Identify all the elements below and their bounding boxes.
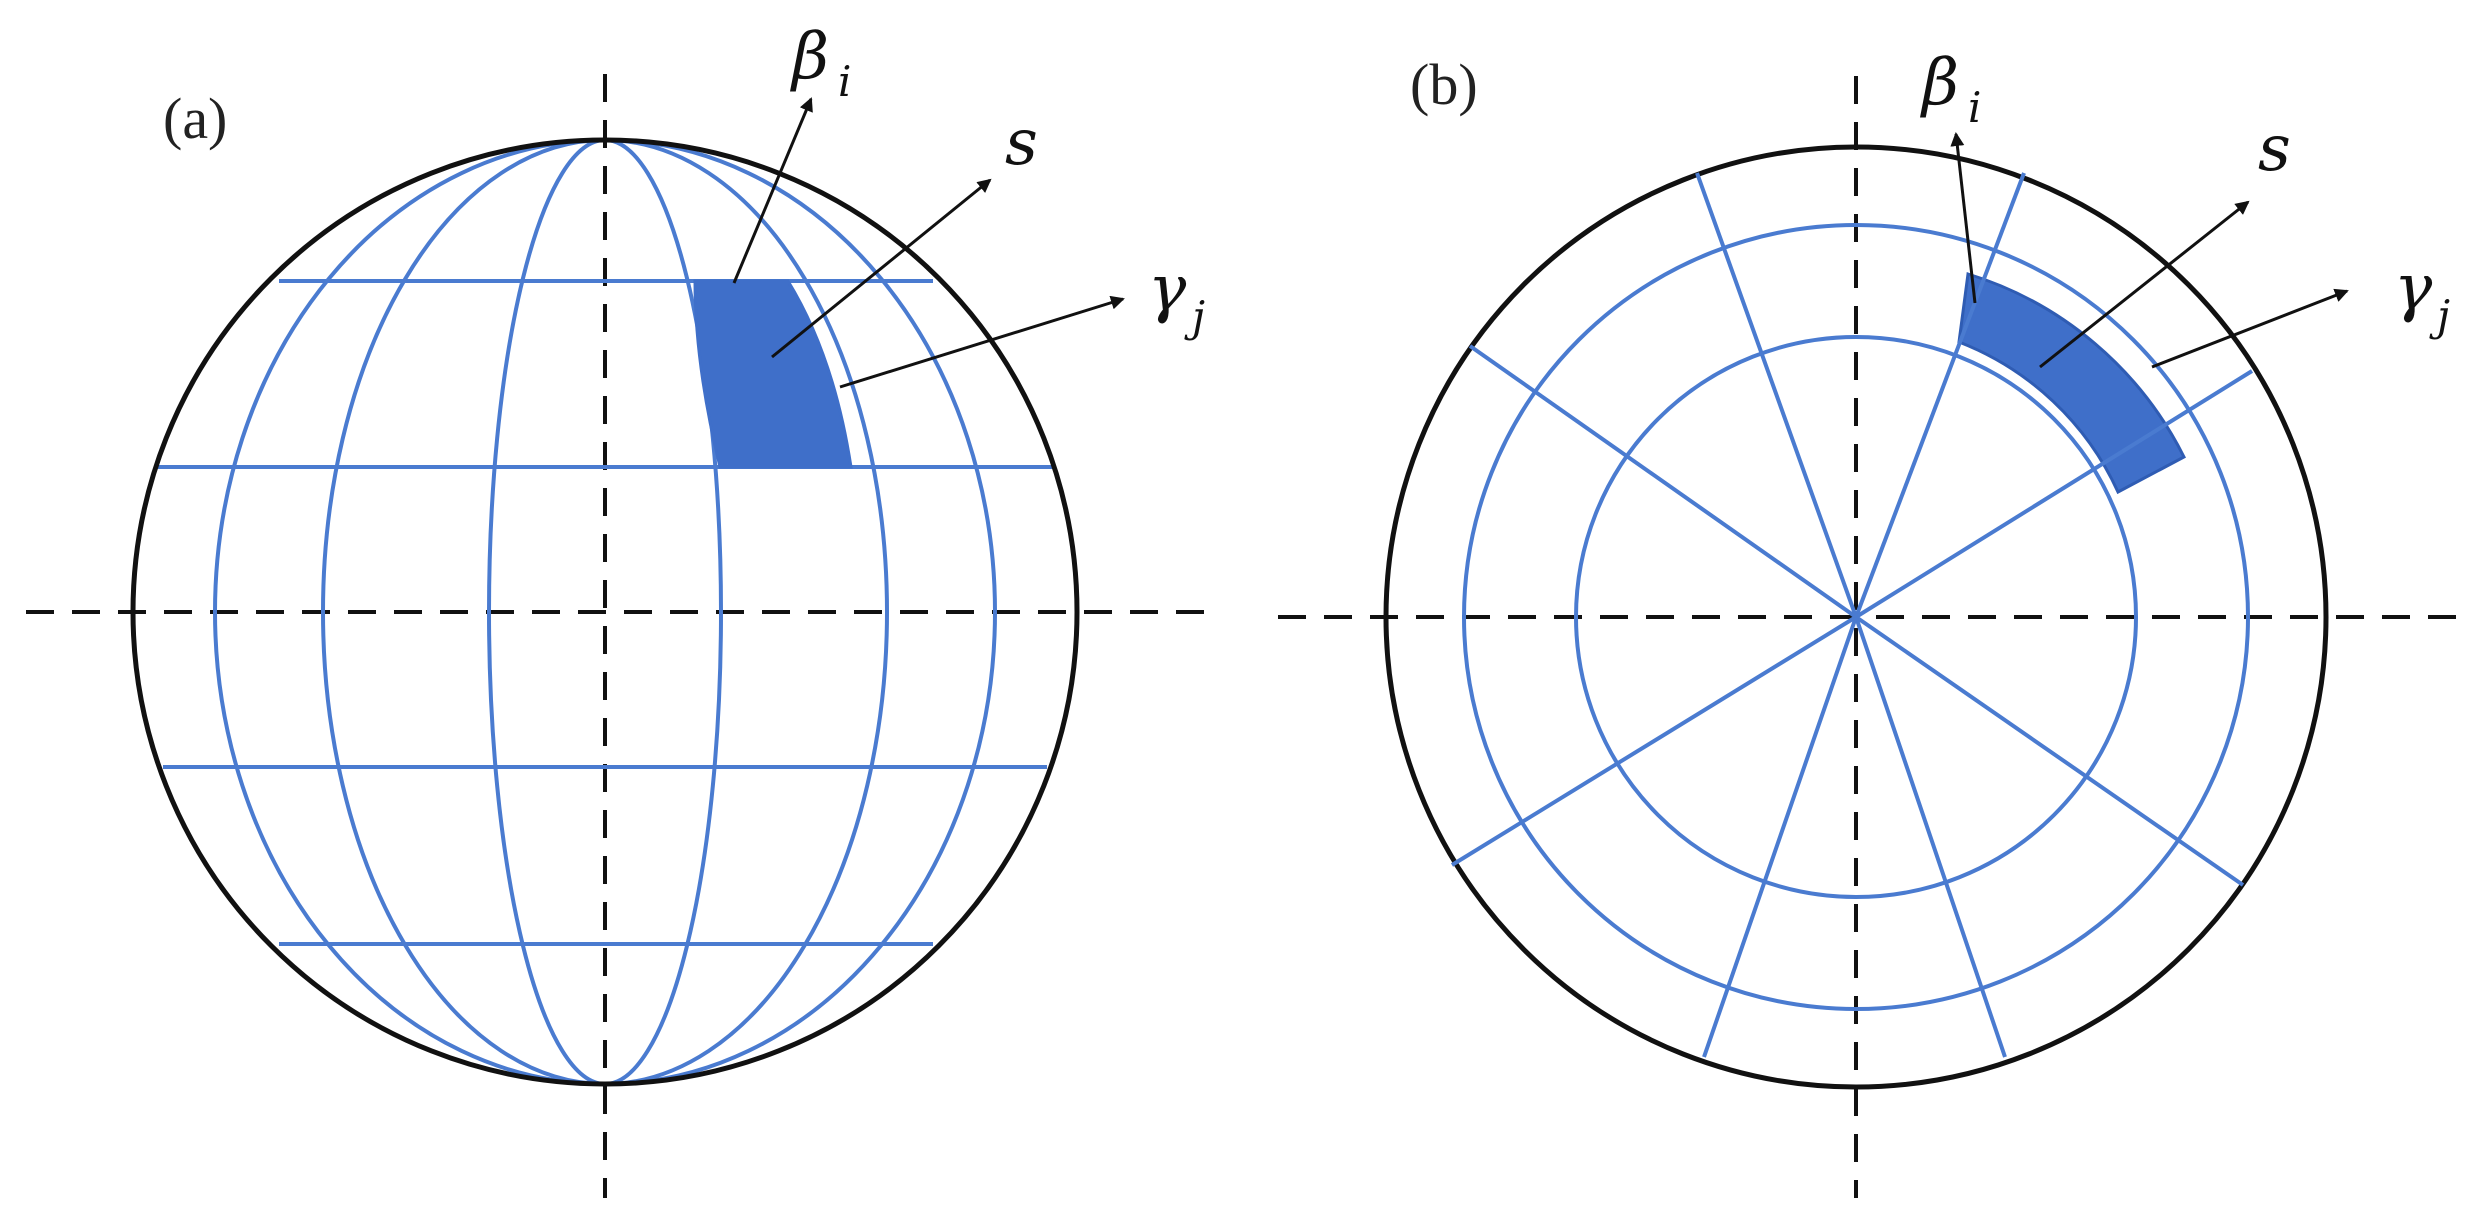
- panel-a-gamma-label: γ: [1148, 252, 1187, 326]
- panel-b-gamma-label: γ: [2394, 251, 2433, 325]
- panel-b-meridian-ray: [1695, 172, 1858, 618]
- panel-a-highlighted-cell: [693, 279, 853, 469]
- panel-a-beta-arrow: [732, 97, 813, 284]
- panel-a: (a) β i s γ j: [26, 20, 1220, 1198]
- panel-b-latitude-circle: [1462, 223, 2250, 1011]
- panel-a-label: (a): [163, 86, 227, 151]
- panel-a-beta-label: β: [790, 20, 829, 94]
- panel-b-meridian-ray: [1854, 615, 2245, 887]
- panel-b-beta-arrow: [1950, 132, 1977, 304]
- panel-b-s-label: s: [2258, 112, 2291, 186]
- panel-b-meridian-ray: [1450, 615, 1858, 867]
- panel-b-meridian-ray: [1854, 369, 2254, 619]
- panel-a-gamma-subscript: j: [1184, 292, 1205, 341]
- panel-b-latitude-circle: [1574, 335, 2138, 899]
- panel-a-beta-subscript: i: [838, 57, 851, 106]
- panel-b-gamma-arrow: [2151, 288, 2349, 369]
- panel-b-outer-boundary: [1383, 144, 2329, 1090]
- panel-b-meridian-ray: [1468, 344, 1858, 619]
- panel-b-meridian-ray: [1854, 172, 2026, 618]
- panel-a-s-label: s: [1005, 106, 1038, 180]
- panel-a-gamma-arrow: [839, 295, 1125, 389]
- panel-b-s-arrow: [2039, 200, 2250, 369]
- panel-b-meridian-ray: [1854, 616, 2007, 1058]
- panel-a-s-arrow: [771, 178, 992, 359]
- panel-b-beta-label: β: [1920, 46, 1959, 120]
- panel-b-highlighted-cell: [1957, 272, 2186, 495]
- panel-b: (b) β i s γ j: [1278, 46, 2466, 1198]
- panel-a-sphere-outline: [130, 137, 1080, 1087]
- panel-b-label: (b): [1410, 52, 1478, 117]
- panel-b-meridian-ray: [1702, 616, 1858, 1058]
- panel-b-beta-subscript: i: [1968, 83, 1981, 132]
